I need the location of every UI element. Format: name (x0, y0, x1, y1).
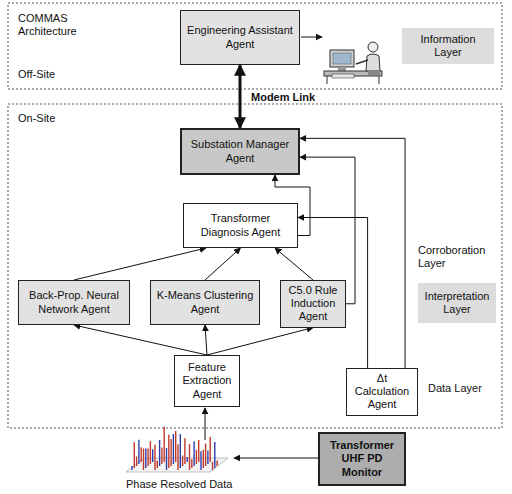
agent-box: Back-Prop. Neural Network Agent (18, 280, 130, 325)
agent-box: Engineering Assistant Agent (180, 10, 300, 65)
edge-label: Modem Link (250, 91, 316, 103)
node-text: Transformer UHF PD Monitor (324, 439, 400, 479)
node-text: Engineering Assistant Agent (185, 24, 295, 50)
connector (205, 325, 207, 355)
agent-box: Transformer Diagnosis Agent (183, 203, 298, 248)
connector (300, 138, 405, 368)
phase-plot (126, 427, 228, 472)
agent-box: Feature Extraction Agent (174, 355, 240, 407)
connector (239, 65, 242, 128)
region-label: Off-Site (18, 68, 78, 81)
agent-box: K-Means Clustering Agent (150, 280, 260, 325)
node-text: Substation Manager Agent (186, 138, 294, 164)
region-label: On-Site (18, 112, 78, 125)
layer-box: Information Layer (402, 28, 494, 64)
connector (205, 248, 241, 280)
connector (74, 248, 206, 280)
data-arrow (205, 408, 206, 440)
agent-box: Δt Calculation Agent (346, 368, 418, 416)
region-label: Data Layer (428, 382, 498, 395)
connector (74, 325, 207, 355)
node-text: Transformer Diagnosis Agent (188, 212, 293, 238)
node-text: K-Means Clustering Agent (155, 289, 255, 315)
computer-icon (324, 42, 382, 84)
manager-box: Substation Manager Agent (180, 128, 300, 175)
region-label: COMMAS Architecture (18, 12, 98, 38)
node-text: Feature Extraction Agent (179, 361, 235, 401)
node-text: Back-Prop. Neural Network Agent (23, 289, 125, 315)
node-text: C5.0 Rule Induction Agent (285, 284, 341, 324)
off-site-region (8, 3, 502, 89)
connector (207, 328, 313, 355)
output-arrow (301, 37, 322, 38)
node-text: Interpretation Layer (422, 290, 492, 316)
agent-box: C5.0 Rule Induction Agent (280, 280, 346, 328)
node-text: Δt Calculation Agent (351, 372, 413, 412)
connector (275, 248, 313, 280)
region-label: Corroboration Layer (418, 244, 506, 270)
monitor-box: Transformer UHF PD Monitor (318, 432, 406, 486)
layer-box: Interpretation Layer (418, 283, 496, 323)
node-text: Information Layer (406, 33, 490, 59)
data-arrow (234, 458, 318, 459)
region-label: Phase Resolved Data (126, 478, 246, 491)
